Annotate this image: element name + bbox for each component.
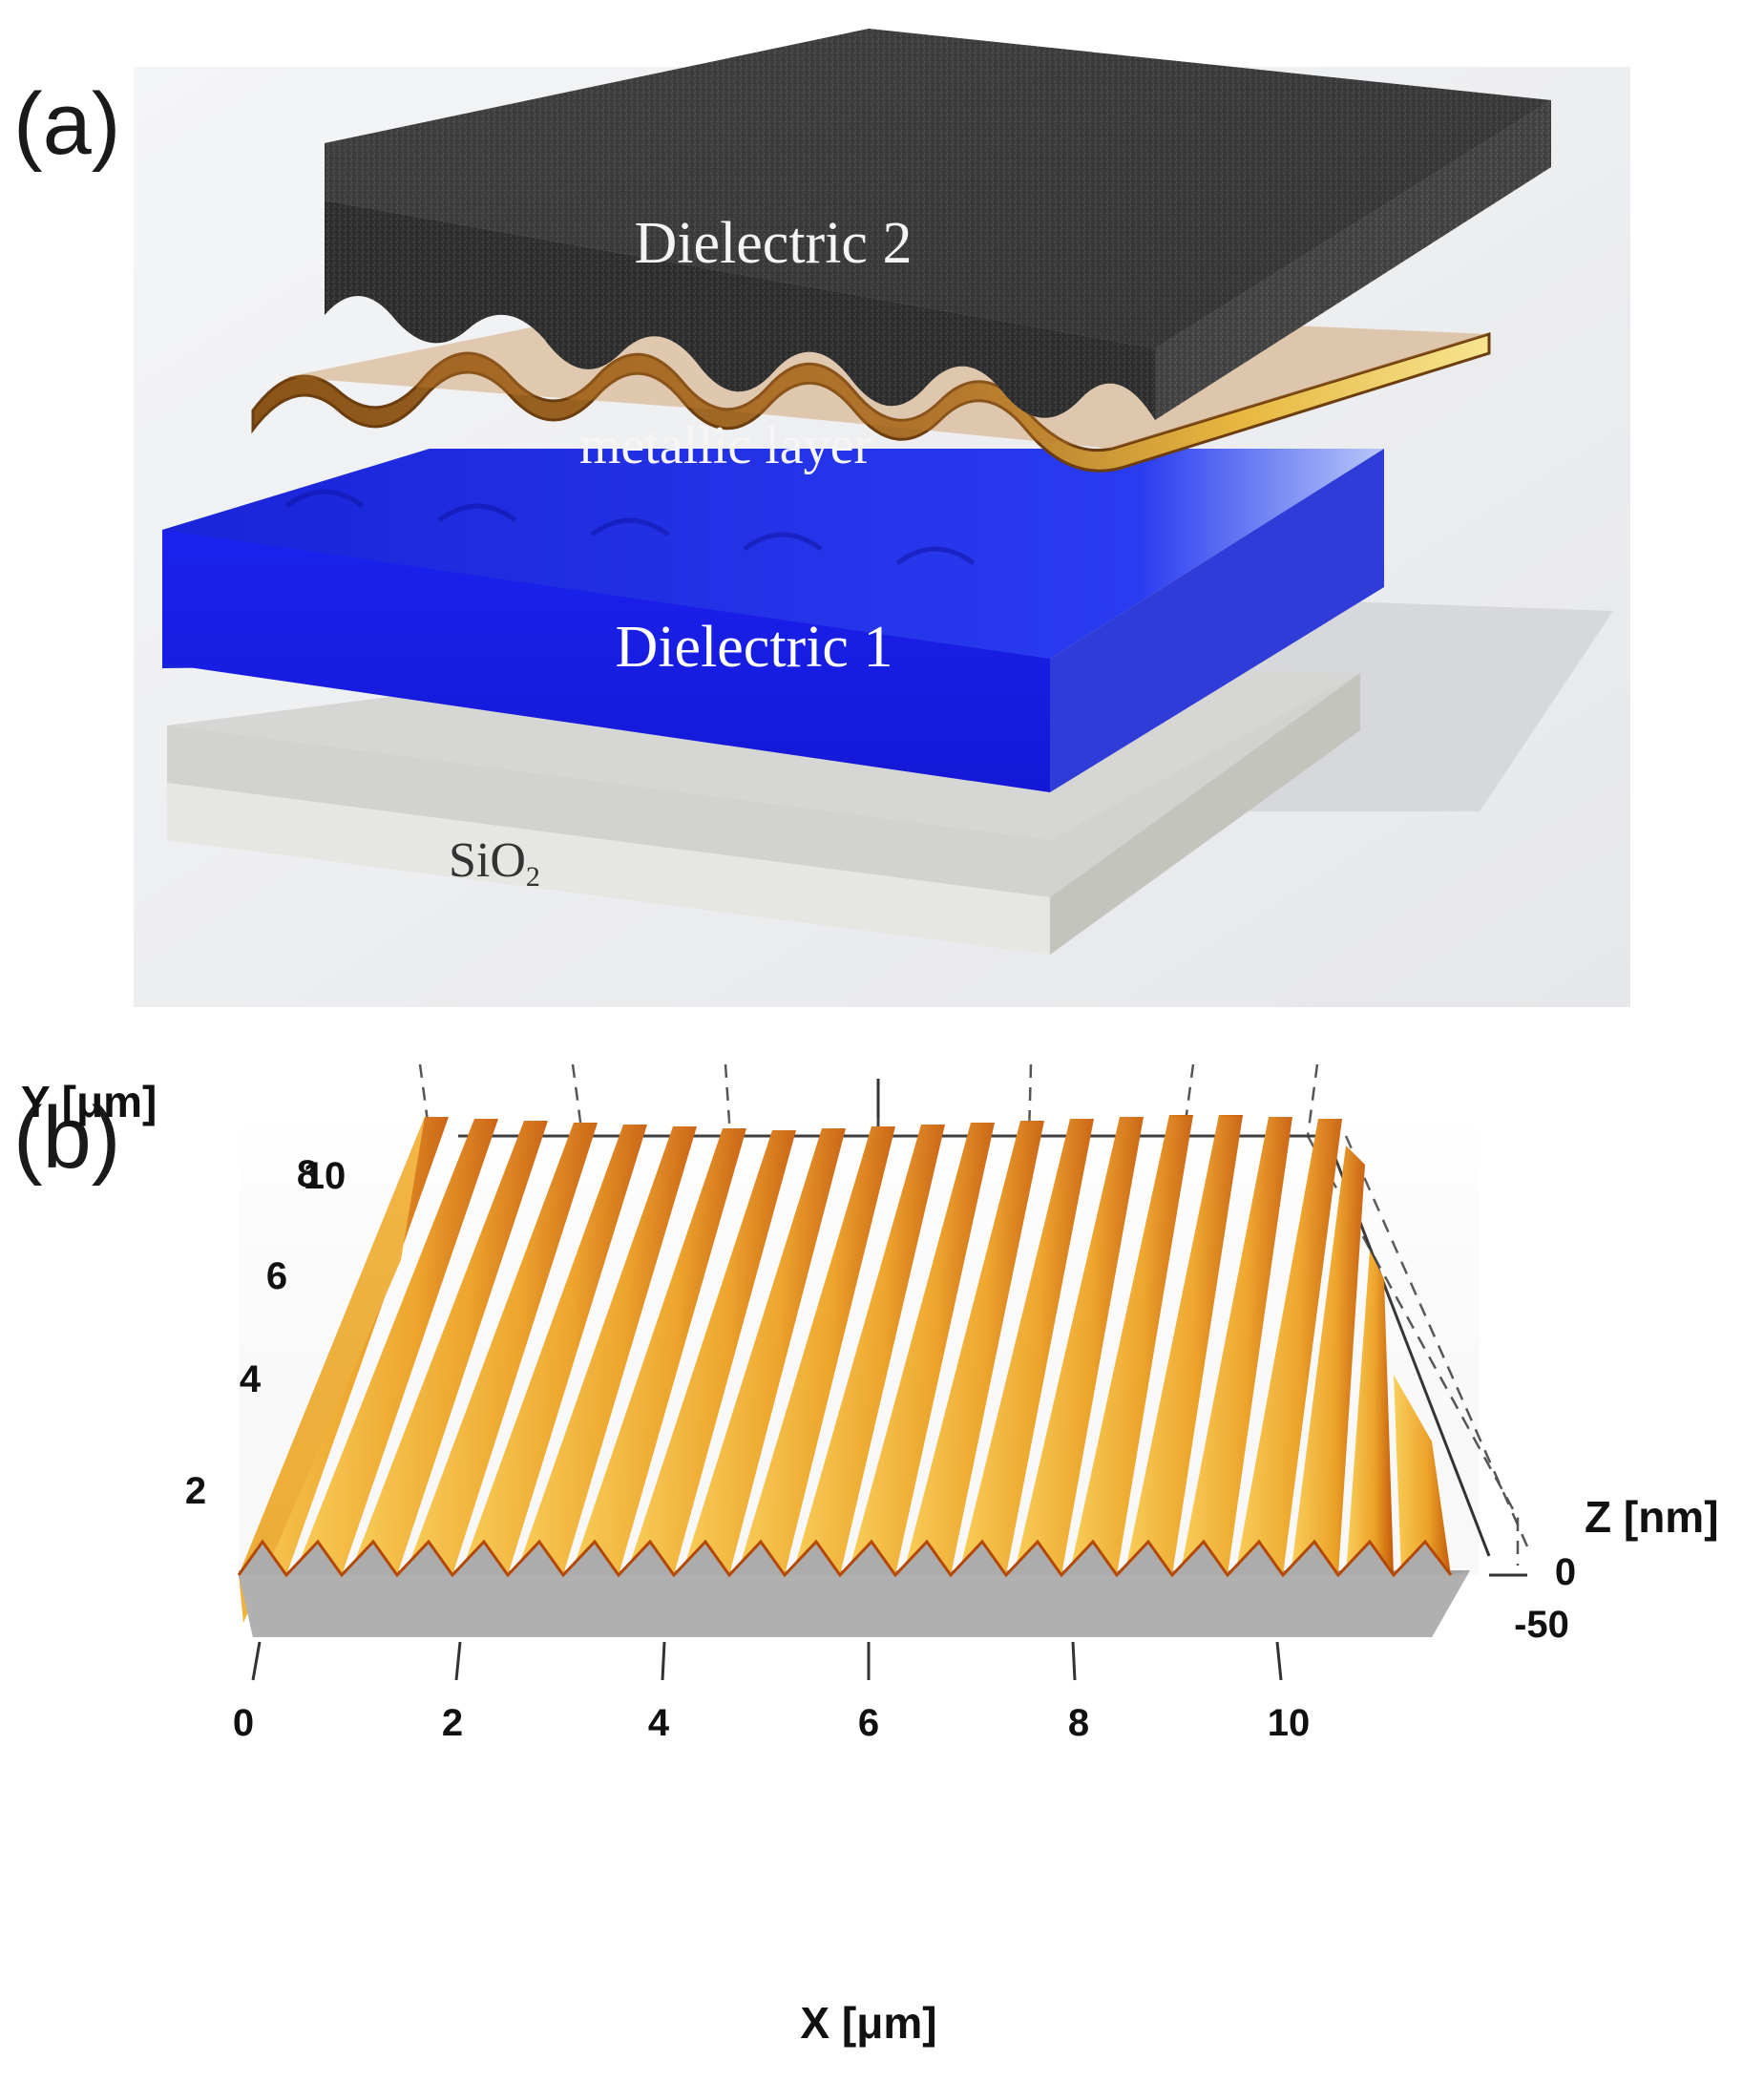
x-tick-label: 0: [233, 1702, 254, 1744]
y-tick-label: 8: [297, 1153, 318, 1195]
y-axis-title: Y [μm]: [21, 1077, 157, 1126]
x-tick-label: 10: [1268, 1702, 1311, 1744]
afm-surface-plot: 0 2 4 6 8 10 2 4 6 8 10 0 -50 X [μm] Y […: [21, 1063, 1719, 2048]
z-axis-title: Z [nm]: [1585, 1492, 1719, 1542]
x-tick-label: 2: [442, 1702, 463, 1744]
layer-stack-diagram: Dielectric 2 metallic layer Dielectric 1…: [134, 29, 1630, 1007]
sio2-label: SiO2: [449, 833, 540, 893]
x-axis-title: X [μm]: [800, 1998, 936, 2048]
z-tick-label: 0: [1555, 1551, 1576, 1593]
x-tick-label: 8: [1068, 1702, 1089, 1744]
dielectric-2-label: Dielectric 2: [635, 211, 913, 276]
y-tick-label: 4: [240, 1358, 262, 1400]
x-tick-label: 4: [648, 1702, 670, 1744]
y-tick-label: 6: [266, 1255, 287, 1297]
dielectric-1-block: [162, 449, 1384, 792]
dielectric-2-block: [325, 29, 1551, 420]
dielectric-1-label: Dielectric 1: [616, 615, 893, 680]
panel-b-label: (b): [13, 1089, 121, 1187]
panel-a-label: (a): [13, 75, 121, 173]
y-tick-label: 10: [304, 1155, 346, 1197]
ridge-group: [237, 1115, 1480, 1637]
y-tick-label: 2: [185, 1470, 206, 1512]
metallic-layer-label: metallic layer: [579, 416, 872, 475]
x-tick-marks: [251, 1641, 1283, 1681]
z-tick-label: -50: [1514, 1604, 1569, 1646]
x-tick-label: 6: [858, 1702, 879, 1744]
